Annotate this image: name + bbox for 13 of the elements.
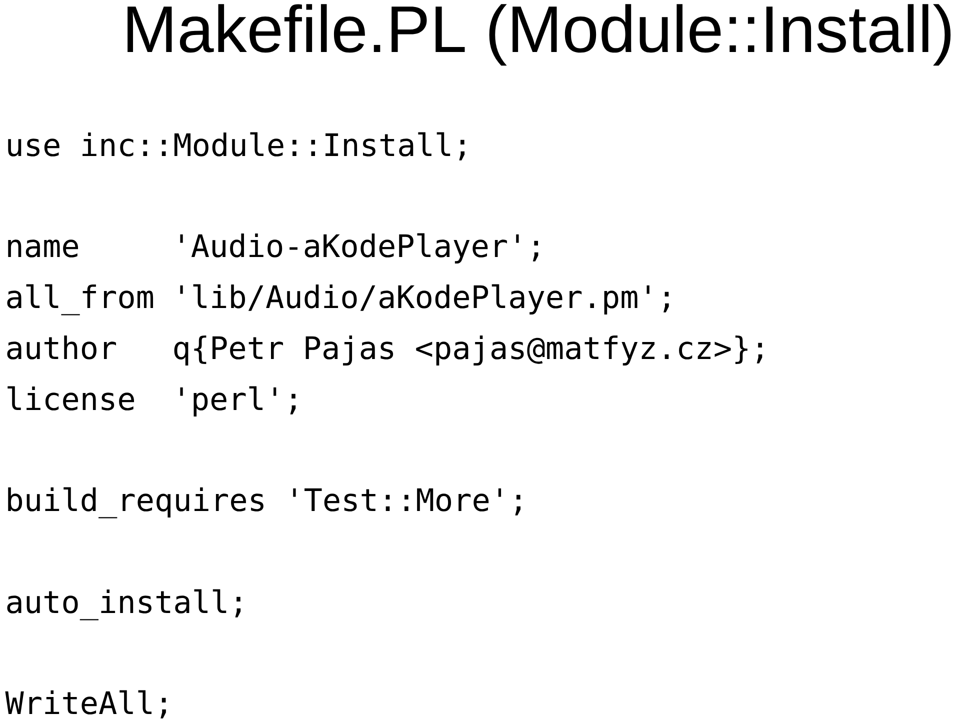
- code-line: use inc::Module::Install;: [8, 132, 464, 160]
- code-line: build_requires 'Test::More';: [8, 487, 520, 518]
- field-value: 'lib/Audio/aKodePlayer.pm';: [180, 284, 669, 314]
- code-line: WriteAll;: [5, 690, 166, 718]
- field-key: author: [7, 335, 116, 360]
- field-value: q{Petr Pajas <pajas@matfyz.cz>};: [174, 335, 762, 366]
- field-value: 'Audio-aKodePlayer';: [180, 233, 538, 264]
- field-value: 'perl';: [180, 386, 296, 416]
- field-key: license: [8, 386, 134, 410]
- code-line: auto_install;: [7, 589, 241, 620]
- slide-title: Makefile.PL (Module::Install): [128, 4, 951, 66]
- field-key: all_from: [7, 284, 154, 316]
- field-key: name: [8, 240, 78, 258]
